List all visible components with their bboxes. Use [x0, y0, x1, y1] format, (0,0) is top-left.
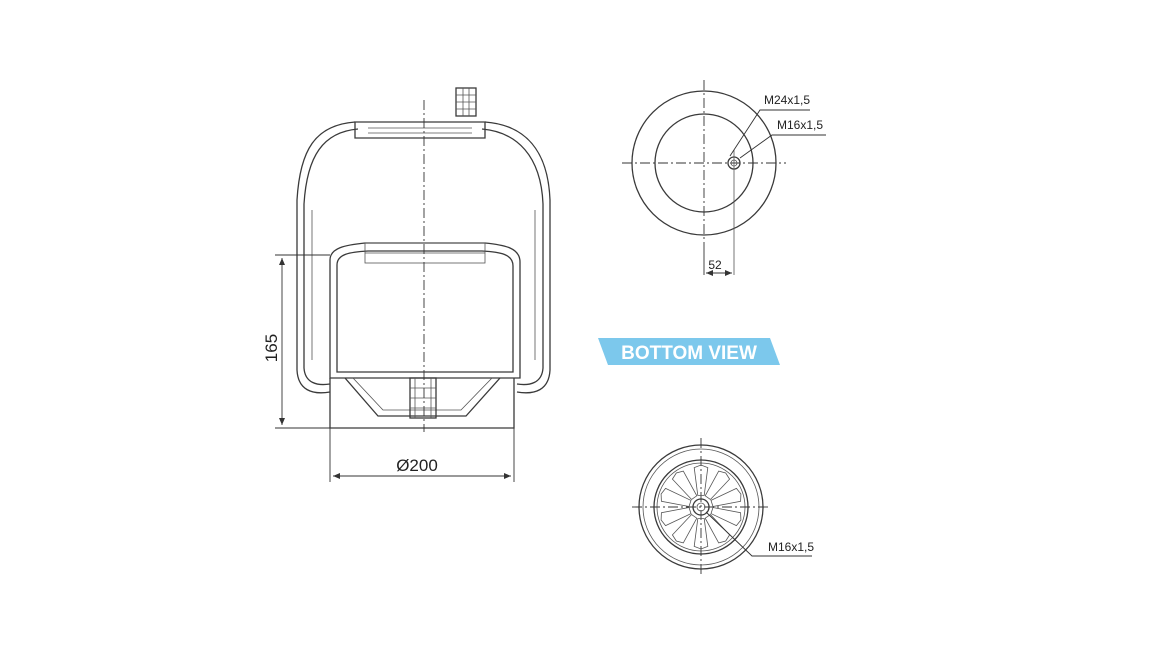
bellow-inner: [303, 128, 544, 386]
piston-rib: [693, 464, 709, 496]
height-label: 165: [262, 334, 281, 362]
bottom-thread-label: M16x1,5: [768, 540, 814, 554]
bottom-view: M16x1,5: [632, 438, 814, 576]
bottom-thread-leader: M16x1,5: [705, 511, 814, 557]
piston-rib: [660, 507, 692, 527]
bellow-outer: [296, 121, 551, 394]
thread-leaders: M24x1,5 M16x1,5: [729, 93, 826, 159]
piston-rib: [693, 518, 709, 550]
center-hub: [692, 498, 710, 516]
piston-rib: [710, 487, 742, 507]
offset-label: 52: [708, 258, 722, 272]
piston-rib: [671, 513, 698, 544]
piston-rib: [704, 513, 731, 544]
piston-rib: [660, 487, 692, 507]
side-view: 165 Ø200: [262, 87, 551, 482]
piston-rib: [671, 470, 698, 501]
bottom-view-title: BOTTOM VIEW: [621, 343, 757, 364]
piston-rib: [710, 507, 742, 527]
height-dimension: 165: [262, 254, 330, 429]
diameter-dimension: Ø200: [329, 428, 515, 482]
piston-rib: [704, 470, 731, 501]
bottom-view-banner: BOTTOM VIEW: [598, 338, 780, 365]
top-view: 52 M24x1,5 M16x1,5: [622, 80, 826, 276]
top-plate: [354, 121, 486, 139]
air-fitting: [455, 87, 477, 117]
piston-ribs: [660, 464, 742, 550]
piston: [329, 242, 521, 429]
diameter-label: Ø200: [396, 456, 438, 475]
thread-small-label: M16x1,5: [777, 118, 823, 132]
offset-dimension: 52: [703, 246, 732, 276]
thread-large-label: M24x1,5: [764, 93, 810, 107]
